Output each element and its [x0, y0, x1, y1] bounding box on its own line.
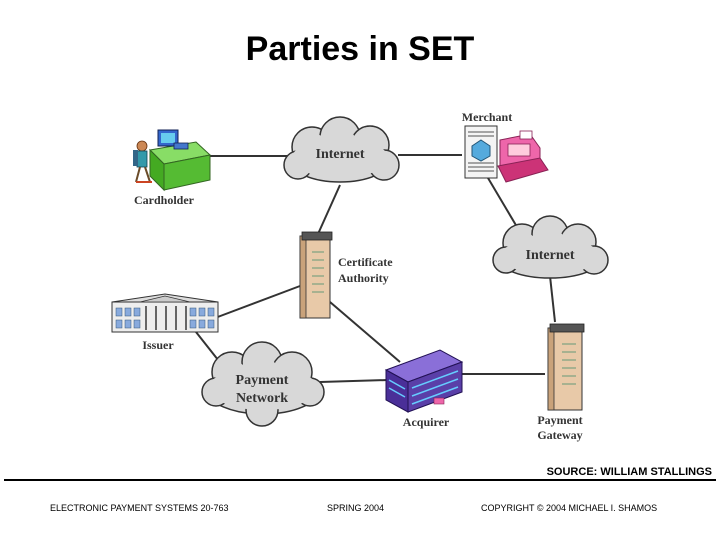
payment-gateway-label-line2: Gateway — [537, 428, 582, 442]
acquirer-icon: Acquirer — [384, 349, 464, 429]
payment-gateway-label-line1: Payment — [537, 413, 582, 427]
footer-term: SPRING 2004 — [327, 503, 385, 513]
internet-right-cloud: Internet — [492, 215, 609, 279]
ca-label-line2: Authority — [338, 271, 389, 285]
footer-divider — [4, 479, 716, 481]
merchant-icon: Merchant — [462, 110, 549, 183]
acquirer-label: Acquirer — [403, 415, 450, 429]
line-ca-issuer — [214, 285, 301, 319]
source-credit: SOURCE: WILLIAM STALLINGS — [546, 466, 712, 478]
certificate-authority-icon: Certificate Authority — [299, 231, 393, 319]
line-internet-ca — [317, 184, 341, 235]
payment-gateway-icon: Payment Gateway — [537, 323, 585, 442]
payment-network-label-line2: Network — [236, 391, 288, 406]
ca-label-line1: Certificate — [338, 255, 393, 269]
issuer-icon: Issuer — [111, 293, 219, 352]
page-title: Parties in SET — [245, 30, 475, 68]
issuer-label: Issuer — [142, 338, 174, 352]
line-ca-acquirer — [329, 301, 401, 363]
cardholder-icon: Cardholder — [133, 129, 212, 207]
payment-network-label-line1: Payment — [236, 373, 289, 388]
payment-network-cloud: Payment Network — [201, 341, 325, 427]
line-internet-gateway — [549, 275, 556, 323]
line-merchant-internet — [487, 177, 521, 233]
internet-top-label: Internet — [316, 147, 365, 162]
internet-right-label: Internet — [526, 248, 575, 263]
line-network-acquirer — [319, 379, 389, 383]
merchant-label: Merchant — [462, 110, 512, 124]
internet-top-cloud: Internet — [283, 116, 400, 183]
cardholder-label: Cardholder — [134, 193, 195, 207]
footer-copyright: COPYRIGHT © 2004 MICHAEL I. SHAMOS — [481, 503, 658, 513]
footer-course: ELECTRONIC PAYMENT SYSTEMS 20-763 — [50, 503, 229, 513]
